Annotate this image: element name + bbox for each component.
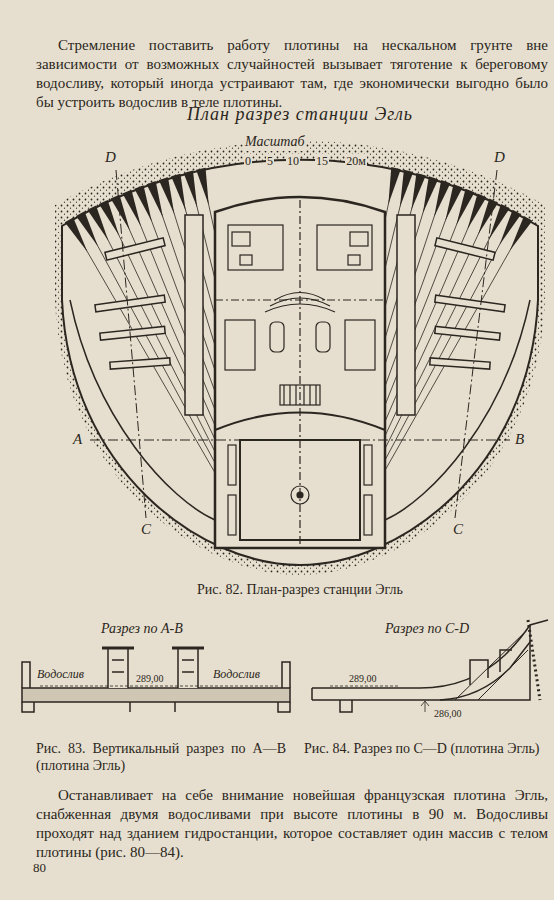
scale-number: 5 (266, 154, 274, 168)
elevation-mark: 286,00 (433, 708, 463, 720)
section-c-d (312, 620, 548, 712)
page-number: 80 (32, 860, 47, 876)
anchor-wedge (411, 173, 425, 210)
scale-number: 0 (244, 154, 252, 168)
section-letter: A (72, 430, 83, 448)
body-paragraph: Останавливает на себе внимание новейшая … (36, 786, 548, 862)
section-letter: C (452, 520, 464, 538)
scale-number: 10 (286, 154, 300, 168)
anchor-wedge (196, 168, 209, 205)
spillway-label: Водослив (212, 667, 261, 681)
section-letter: B (514, 430, 525, 448)
scale-number: 20м (345, 154, 367, 168)
anchor-wedge (171, 174, 186, 211)
anchor-wedge (147, 181, 163, 218)
anchor-wedge (184, 171, 198, 208)
scale-number: 15 (315, 154, 329, 168)
anchor-wedge (159, 177, 175, 214)
anchor-wedge (400, 170, 413, 207)
anchor-wedge (510, 216, 532, 251)
section-a-b (22, 648, 290, 712)
spillway-label: Водослив (36, 667, 85, 681)
dam-plan (62, 160, 538, 565)
body-paragraph: Стремление поставить работу плотины на н… (36, 36, 548, 112)
elevation-mark: 289,00 (348, 673, 378, 685)
elevation-mark: 289,00 (135, 673, 165, 685)
figure-caption: Рис. 84. Разрез по С—D (плотина Эгль) (304, 740, 546, 757)
figure-caption: Рис. 83. Вертикальный разрез по А—В (пло… (36, 740, 286, 774)
figure-caption: Рис. 82. План-разрез станции Эгль (196, 582, 404, 599)
section-letter: C (140, 520, 152, 538)
section-letter: D (104, 148, 117, 166)
section-title: Разрез по С-D (384, 621, 470, 638)
rock-stipple (55, 141, 545, 575)
scale-title: Масштаб (244, 134, 306, 151)
anchor-wedge (134, 185, 151, 221)
anchor-wedge (388, 167, 400, 204)
section-title: Разрез по А-В (100, 621, 184, 638)
section-letter: D (493, 148, 506, 166)
anchor-wedge (423, 176, 438, 213)
